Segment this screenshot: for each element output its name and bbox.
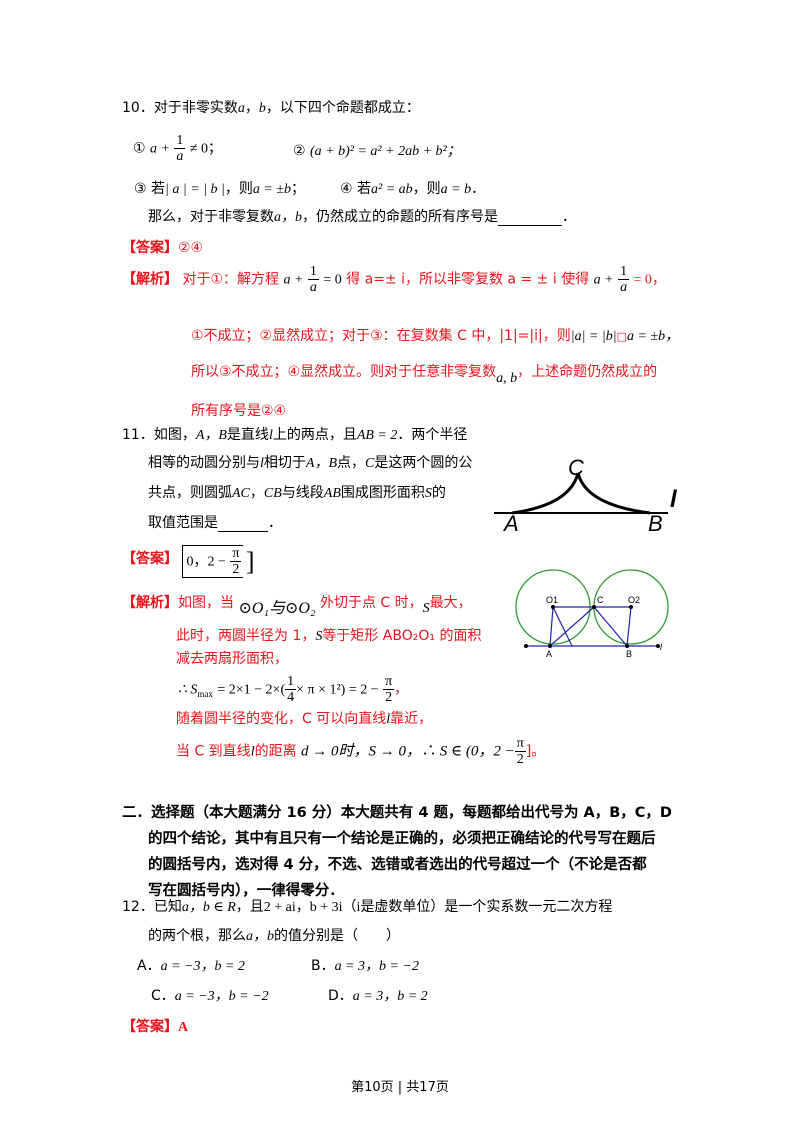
line-a-c [549,606,595,647]
line-c-b [593,606,628,647]
section-2-header: 二．选择题（本大题满分 16 分）本大题共有 4 题，每题都给出代号为 A，B，… [122,805,672,821]
line-o2-b [626,606,632,647]
answer-blank [498,209,562,226]
q10-stem: 10．对于非零实数a，b，以下四个命题都成立： [122,100,420,116]
section-2-line-2: 的四个结论，其中有且只有一个结论是正确的，必须把正确结论的代号写在题后 的圆括号… [148,831,656,899]
q11-figure-arcs: C A B l [494,455,678,536]
q10-prop-3: ③ 若| a | = | b |，则a = ±b； [134,181,305,197]
q11-stem-line-1: 11．如图，A，B是直线l上的两点，且AB = 2．两个半径 [122,427,468,443]
q11-analysis-line-1: 【解析】如图，当 ⊙O₁与⊙O₂ 外切于点 C 时，S最大， [122,595,472,617]
q10-analysis-line-4: 所有序号是②④ [191,403,287,419]
q10-analysis-line-2: ①不成立；②显然成立；对于③：在复数集 C 中，|1|=|i|，则|a| = |… [191,328,680,344]
label-a: A [502,511,519,536]
q11-stem-line-2: 相等的动圆分别与l相切于A，B点，C是这两个圆的公 [148,455,473,471]
q11-stem-line-3: 共点，则圆弧AC，CB与线段AB围成图形面积S的 [148,485,446,501]
analysis-tag: 【解析】 [122,595,178,611]
q11-analysis-line-3: 减去两扇形面积， [176,651,288,667]
label-b: B [648,511,663,536]
question-number: 10． [122,100,154,116]
line-o1-a2 [552,606,573,647]
label-o1: O1 [546,595,558,605]
q12-option-c[interactable]: C．a = −3，b = −2 [151,988,269,1004]
page-footer: 第10页 | 共17页 [351,1080,449,1095]
line-o1-a [549,606,554,647]
point-l-right [656,644,660,648]
label-a: A [546,649,552,659]
point-b [625,644,629,648]
q10-prop-4: ④ 若a² = ab，则a = b． [340,181,486,197]
point-a [548,644,552,648]
point-o2 [629,605,633,609]
label-o2: O2 [628,595,640,605]
q12-option-b[interactable]: B．a = 3，b = −2 [311,958,419,974]
q11-stem-line-4: 取值范围是 ． [148,515,282,532]
q11-figure-circles: O1 C O2 A B l [515,569,669,659]
analysis-tag: 【解析】 [122,271,178,288]
question-number: 12． [122,899,154,915]
answer-tag: 【答案】 [122,240,178,256]
label-c: C [568,455,584,480]
point-c [592,605,596,609]
label-l: l [670,486,678,513]
point-l-left [524,644,528,648]
q10-answer: 【答案】②④ [122,240,204,256]
answer-tag: 【答案】 [122,1019,178,1035]
q10-prop-2: ② (a + b)² = a² + 2ab + b²； [293,143,461,159]
label-c: C [597,595,604,605]
arc-ac [511,472,580,515]
label-b: B [626,649,632,659]
q11-analysis-line-2: 此时，两圆半径为 1，S等于矩形 ABO₂O₁ 的面积 [176,628,482,644]
q12-option-d[interactable]: D．a = 3，b = 2 [328,988,428,1004]
q12-stem-line-2: 的两个根，那么a，b的值分别是（ ） [148,928,400,944]
q10-analysis-line-3: 所以③不成立；④显然成立。则对于任意非零复数a, b，上述命题仍然成立的 [191,364,658,386]
question-number: 11． [122,427,154,443]
answer-blank [218,515,268,532]
q10-question: 那么，对于非零复数a，b，仍然成立的命题的所有序号是 ． [148,209,576,226]
missing-glyph-icon: □ [616,330,627,343]
arc-cb [576,472,651,515]
q12-option-a[interactable]: A．a = −3，b = 2 [137,958,245,974]
label-l: l [660,642,663,652]
q12-stem-line-1: 12．已知a，b ∈ R，且2 + ai，b + 3i（i是虚数单位）是一个实系… [122,899,613,915]
answer-tag: 【答案】 [122,550,178,567]
q12-answer: 【答案】A [122,1019,189,1035]
q11-analysis-line-5: 随着圆半径的变化，C 可以向直线l靠近， [176,711,433,727]
point-o1 [551,605,555,609]
